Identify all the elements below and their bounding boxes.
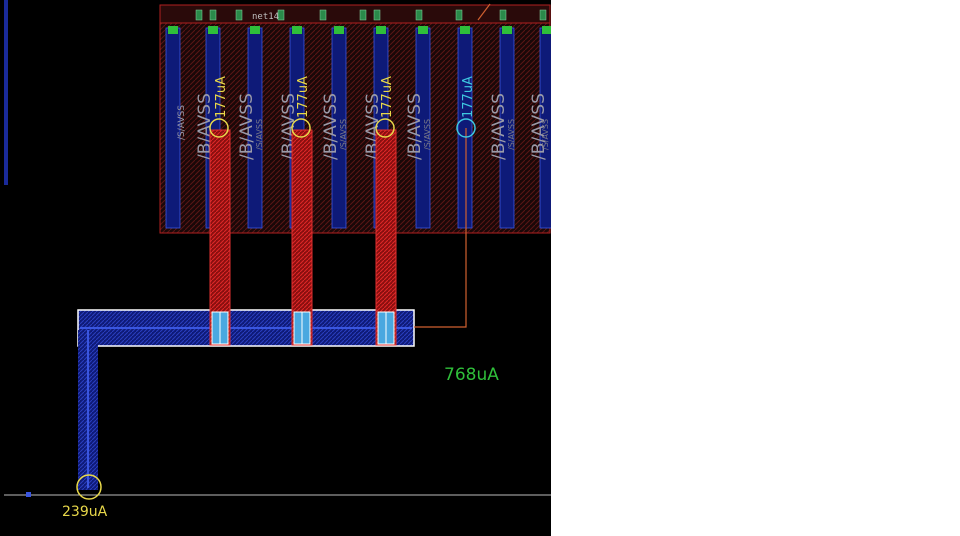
probe-wire-top xyxy=(477,3,491,21)
rail-marker xyxy=(26,492,31,497)
top-contact xyxy=(319,9,327,21)
small-pin-label: /S/AVSS xyxy=(541,119,550,150)
small-pin-label: /S/AVSS xyxy=(255,119,264,150)
probe-wire xyxy=(414,128,467,328)
top-contact xyxy=(499,9,507,21)
finger-contact xyxy=(376,26,386,34)
top-contact xyxy=(455,9,463,21)
finger-contact xyxy=(250,26,260,34)
finger-contact xyxy=(334,26,344,34)
pin-label: /B/AVSS xyxy=(529,93,549,160)
pin-label: /S/AVSS xyxy=(177,105,187,140)
small-pin-label: /S/AVSS xyxy=(423,119,432,150)
probe-labels: 177uA 177uA 177uA 177uA xyxy=(214,76,476,118)
probe-label-3: 177uA xyxy=(380,76,395,118)
top-contact xyxy=(359,9,367,21)
finger-contact xyxy=(502,26,512,34)
probe-markers[interactable] xyxy=(76,118,476,500)
finger-contact xyxy=(292,26,302,34)
bus-current-label: 768uA xyxy=(444,365,499,385)
vias xyxy=(211,311,395,345)
left-edge-bar xyxy=(4,0,8,185)
finger-contact xyxy=(168,26,178,34)
pin-label: /B/AVSS xyxy=(321,93,341,160)
top-contact xyxy=(195,9,203,21)
red-straps[interactable] xyxy=(209,129,397,346)
source-current-label: 239uA xyxy=(62,504,108,520)
finger-contact xyxy=(542,26,551,34)
pin-label: /B/AVSS xyxy=(405,93,425,160)
top-contact xyxy=(209,9,217,21)
small-pin-label: /S/AVSS xyxy=(507,119,516,150)
top-contact xyxy=(277,9,285,21)
pin-label: /B/AVSS xyxy=(237,93,257,160)
finger-contact xyxy=(418,26,428,34)
pin-label: /B/AVSS xyxy=(489,93,509,160)
probe-label-4: 177uA xyxy=(461,76,476,118)
small-pin-label: /S/AVSS xyxy=(339,119,348,150)
probe-label-1: 177uA xyxy=(214,76,229,118)
top-contact xyxy=(373,9,381,21)
device-finger xyxy=(457,27,473,229)
finger-contact xyxy=(208,26,218,34)
probe-label-2: 177uA xyxy=(296,76,311,118)
top-contact xyxy=(235,9,243,21)
metal-bus[interactable] xyxy=(77,309,415,347)
layout-canvas[interactable]: /S/AVSS/B/AVSS/B/AVSS/B/AVSS/B/AVSS/B/AV… xyxy=(0,0,551,536)
top-contact xyxy=(539,9,547,21)
metal-feed[interactable] xyxy=(78,330,98,490)
net-label: net14 xyxy=(252,12,279,22)
top-contact xyxy=(415,9,423,21)
finger-contact xyxy=(460,26,470,34)
